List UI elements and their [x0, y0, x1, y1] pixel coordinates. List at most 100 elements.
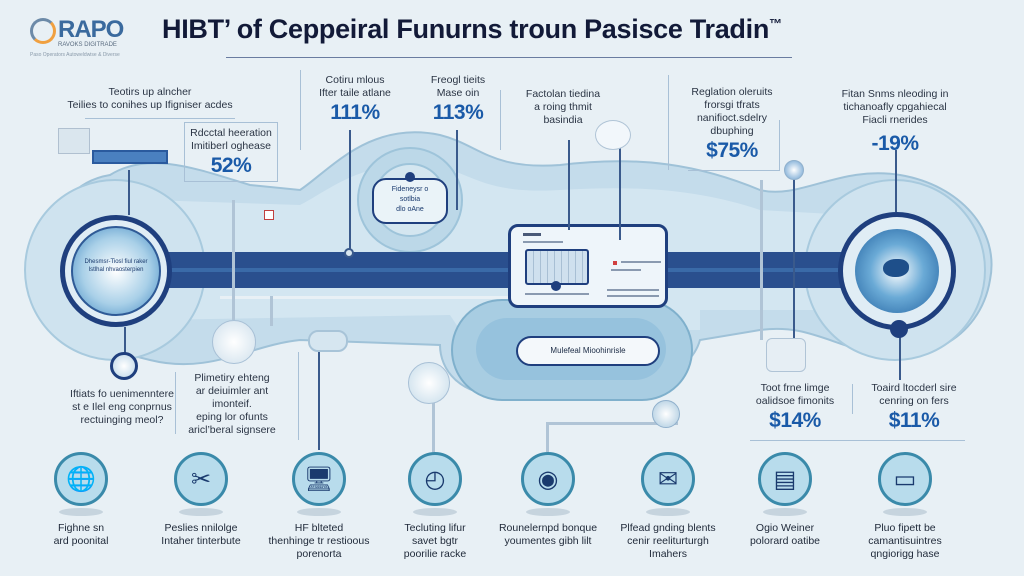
right-hub-ring[interactable]	[838, 212, 956, 330]
data-table-icon	[525, 249, 589, 285]
feature-item[interactable]: 🌐 Fighne sn ard poonital	[26, 452, 136, 548]
stat-value: -19%	[871, 132, 919, 155]
callout-text: Freogl tieits	[430, 74, 486, 86]
icon-shadow	[59, 508, 103, 516]
feature-label-line: savet bgtr	[411, 535, 459, 547]
callout-text: Mase oin	[436, 87, 480, 99]
callout-text: Reglation oleruits	[691, 86, 773, 98]
feature-label: HF blteted thenhinge tr restioous poreno…	[264, 522, 374, 561]
callout-center-left: Cotiru mlous Ifter taile atlane 111%	[300, 74, 410, 126]
sphere-node-icon	[408, 362, 450, 404]
logo-swirl-icon	[30, 18, 56, 44]
stat-value: $75%	[706, 139, 758, 162]
feature-item[interactable]: ✉ Plfead gnding blents cenir reeliturtur…	[608, 452, 728, 561]
center-left-ring-card[interactable]: Fideneysr o sotlbia dlo oAne	[372, 178, 448, 224]
callout-text: frorsgi tfrats	[704, 99, 760, 111]
ring-card-line: sotlbia	[399, 196, 421, 203]
callout-top-left: Teotirs up alncher Teilies to conihes up…	[60, 86, 240, 112]
feature-label-line: Plfead gnding blents	[620, 522, 716, 534]
connector-pipe	[760, 180, 763, 340]
connector-pipe	[546, 422, 549, 452]
feature-label-line: Ogio Weiner	[755, 522, 815, 534]
icon-glyph: ▭	[893, 465, 917, 493]
callout-text: Fitan Snms nleoding in	[841, 88, 949, 100]
callout-divider	[668, 75, 669, 170]
feature-item[interactable]: ▭ Pluo fipett be camantisuintres qngiori…	[850, 452, 960, 561]
connector-line	[619, 140, 621, 240]
ring-card-line: dlo oAne	[396, 206, 424, 213]
callout-divider	[779, 120, 780, 170]
callout-text: Factolan tiedina	[525, 88, 601, 100]
feature-label-line: Fighne sn	[57, 522, 105, 534]
callout-divider	[300, 70, 301, 150]
center-pill-label: Mulefeal Mioohinrisle	[550, 346, 626, 355]
globe-cloud-icon	[883, 259, 909, 277]
callout-rule	[688, 170, 780, 171]
callout-text: Teotirs up alncher	[108, 86, 192, 98]
callout-text: Toot frne limge	[760, 382, 830, 394]
feature-label: Pluo fipett be camantisuintres qngiorigg…	[850, 522, 960, 561]
server-box-icon	[58, 128, 90, 154]
camera-network-icon: ◉	[521, 452, 575, 506]
feature-item[interactable]: ✂ Peslies nnilolge Intaher tinterbute	[146, 452, 256, 548]
feature-label-line: thenhinge tr restioous	[268, 535, 370, 547]
connector-node-icon	[784, 160, 804, 180]
feature-item[interactable]: 🖥 HF blteted thenhinge tr restioous pore…	[264, 452, 374, 561]
feature-label-line: Intaher tinterbute	[161, 535, 241, 547]
callout-text: aricl’beral signsere	[188, 424, 276, 436]
callout-divider	[852, 384, 853, 414]
connector-line	[793, 170, 795, 350]
callout-divider	[175, 372, 176, 434]
stat-value: $11%	[888, 409, 940, 432]
callout-rule	[750, 440, 965, 441]
left-bottom-node-icon	[110, 352, 138, 380]
logo-name: RAPO	[58, 16, 124, 43]
callout-text: dbuphing	[710, 125, 754, 137]
center-pill-button[interactable]: Mulefeal Mioohinrisle	[516, 336, 660, 366]
icon-shadow	[526, 508, 570, 516]
callout-text: imonteif.	[212, 398, 252, 410]
ring-card-line: Fideneysr o	[391, 186, 429, 193]
callout-center: Freogl tieits Mase oin 113%	[408, 74, 508, 126]
connector-line	[318, 340, 320, 450]
left-hub-ring[interactable]: Dhesmsr-Tiosl fiul raker Istlhal nhvaost…	[60, 215, 172, 327]
callout-rule	[85, 118, 235, 119]
callout-text: oalidsoe fimonits	[755, 395, 835, 407]
callout-divider	[500, 90, 501, 150]
callout-bottom-left: Iftiats fo uenimenntere st e Ilel eng co…	[52, 388, 192, 427]
feature-label: Peslies nnilolge Intaher tinterbute	[146, 522, 256, 548]
feature-label-line: youmentes gibh lilt	[504, 535, 592, 547]
callout-text: a roing thmit	[534, 101, 592, 113]
feature-item[interactable]: ◴ Tecluting lifur savet bgtr poorilie ra…	[380, 452, 490, 561]
stat-value: 111%	[330, 101, 380, 124]
connector-line	[456, 130, 458, 210]
feature-label-line: polorard oatibe	[749, 535, 821, 547]
feature-label: Ogio Weiner polorard oatibe	[730, 522, 840, 548]
main-flow-bar-stripe	[70, 268, 940, 272]
bulb-node-icon	[212, 320, 256, 364]
feature-label: Plfead gnding blents cenir reeliturturgh…	[608, 522, 728, 561]
connector-pipe	[546, 422, 678, 425]
icon-shadow	[646, 508, 690, 516]
document-chart-icon: ▤	[758, 452, 812, 506]
connector-line	[349, 130, 351, 250]
feature-item[interactable]: ▤ Ogio Weiner polorard oatibe	[730, 452, 840, 548]
callout-text: Rdcctal heeration	[190, 127, 272, 139]
feature-label-line: camantisuintres	[868, 535, 942, 547]
callout-text: rectuinging meol?	[80, 414, 164, 426]
feature-item[interactable]: ◉ Rounelernpd bonque youmentes gibh lilt	[488, 452, 608, 548]
callout-text: Fiacli rnerides	[862, 114, 928, 126]
trademark: ™	[769, 16, 782, 31]
valve-icon	[308, 330, 348, 352]
title-underline	[226, 57, 792, 58]
callout-bottom-right-2: Toaird ltocderl sire cenring on fers $11…	[864, 382, 964, 434]
callout-bottom-right-1: Toot frne limge oalidsoe fimonits $14%	[748, 382, 842, 434]
stat-value: 52%	[210, 154, 252, 177]
callout-text: Imitiberl oghease	[191, 140, 271, 152]
callout-text: Cotiru mlous	[325, 74, 385, 86]
callout-divider	[298, 352, 299, 440]
stat-value: 113%	[432, 101, 484, 124]
left-hub-label: Dhesmsr-Tiosl fiul raker Istlhal nhvaost…	[65, 258, 167, 274]
icon-glyph: ◴	[424, 465, 446, 493]
center-document-card[interactable]	[508, 224, 668, 308]
